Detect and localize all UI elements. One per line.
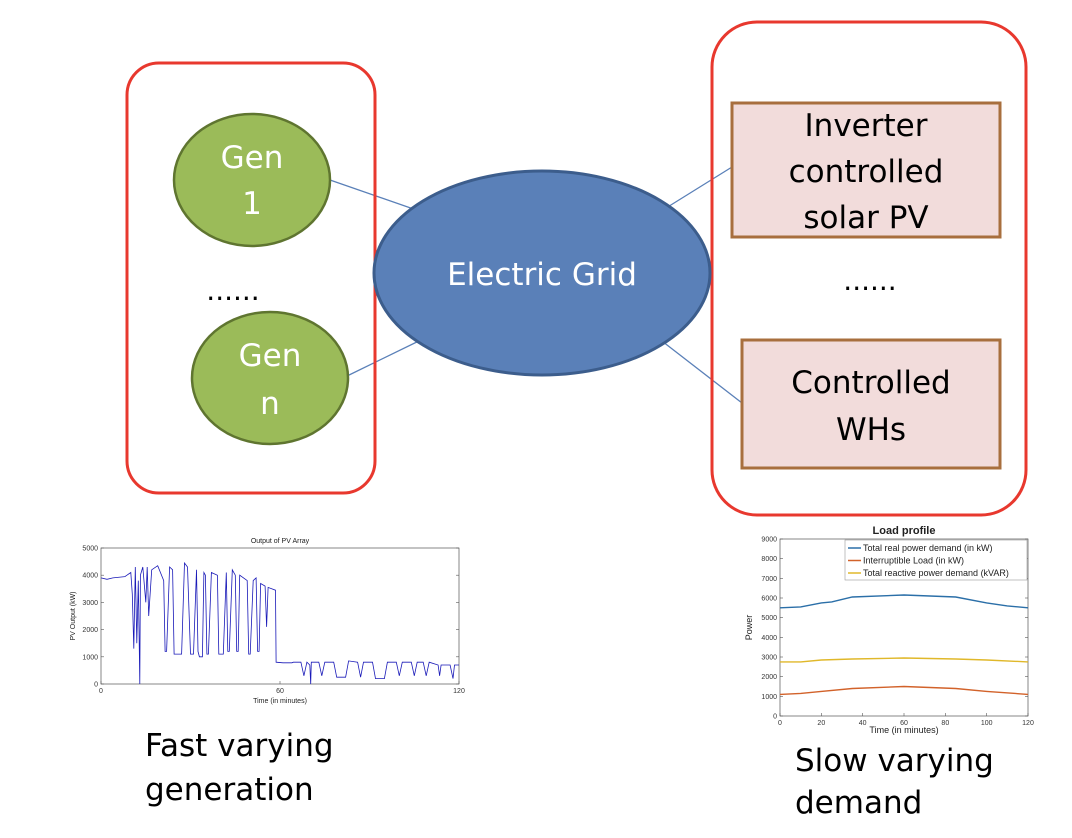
- chart-title: Output of PV Array: [251, 538, 310, 545]
- y-axis-label: Power: [744, 615, 754, 641]
- pv-output-chart: 0 1000 2000 3000 4000 5000 0 60 120 Output of PV …: [70, 538, 465, 705]
- plot-area: [100, 547, 460, 685]
- caption-demand-line1: Slow varying: [795, 743, 994, 779]
- x-tick-label: 120: [453, 688, 465, 695]
- inverter-pv-box: Inverter controlled solar PV: [730, 101, 1002, 239]
- y-tick-label: 2000: [761, 674, 777, 681]
- y-tick-label: 2000: [82, 627, 98, 634]
- series-line-1: [779, 594, 1029, 609]
- chart-title: Load profile: [873, 525, 936, 537]
- generators-ellipsis: ......: [206, 274, 259, 307]
- y-tick-label: 1000: [82, 654, 98, 661]
- y-tick-label: 5000: [82, 546, 98, 553]
- generator-n: Gen n: [190, 310, 350, 446]
- y-tick-label: 6000: [761, 596, 777, 603]
- series-line-1: [100, 561, 459, 685]
- y-tick-label: 1000: [761, 694, 777, 701]
- series-line-2: [779, 685, 1029, 696]
- y-tick-label: 8000: [761, 556, 777, 563]
- x-tick-label: 80: [941, 720, 949, 727]
- load-profile-chart: 0 1000 2000 3000 4000 5000 6000 7000 8000 9000 0 20…: [744, 525, 1034, 735]
- demand-container: [710, 20, 1028, 517]
- y-tick-label: 9000: [761, 537, 777, 544]
- link-genn-grid: [344, 337, 426, 378]
- y-tick-label: 4000: [82, 573, 98, 580]
- caption-demand-line2: demand: [795, 785, 923, 821]
- controlled-wh-box: Controlled WHs: [740, 338, 1002, 470]
- gen1-label: Gen: [221, 140, 284, 176]
- y-tick-label: 4000: [761, 635, 777, 642]
- legend-entry: Interruptible Load (in kW): [863, 556, 964, 566]
- x-tick-label: 0: [99, 688, 103, 695]
- caption-generation-line2: generation: [145, 772, 314, 808]
- y-tick-label: 3000: [761, 655, 777, 662]
- x-tick-label: 60: [900, 720, 908, 727]
- x-axis-label: Time (in minutes): [253, 698, 307, 705]
- legend-entry: Total real power demand (in kW): [863, 543, 993, 553]
- y-axis-label: PV Output (kW): [70, 591, 77, 640]
- series-line-3: [780, 657, 1029, 663]
- genn-label: Gen: [239, 338, 302, 374]
- x-axis-label: Time (in minutes): [869, 725, 938, 735]
- generator-1: Gen 1: [172, 112, 332, 248]
- x-tick-label: 120: [1022, 720, 1034, 727]
- x-tick-label: 60: [276, 688, 284, 695]
- x-tick-label: 40: [859, 720, 867, 727]
- wh-line1: Controlled: [791, 365, 950, 401]
- x-tick-label: 0: [778, 720, 782, 727]
- legend-entry: Total reactive power demand (kVAR): [863, 568, 1009, 578]
- caption-generation: Fast varying generation: [145, 724, 334, 812]
- caption-generation-line1: Fast varying: [145, 728, 334, 764]
- link-gen1-grid: [329, 179, 426, 214]
- demand-ellipsis: ......: [843, 264, 896, 297]
- y-tick-label: 7000: [761, 576, 777, 583]
- y-tick-label: 0: [94, 682, 98, 689]
- link-grid-wh: [657, 337, 743, 404]
- x-tick-label: 100: [981, 720, 993, 727]
- inverter-line3: solar PV: [803, 200, 928, 236]
- inverter-line1: Inverter: [805, 108, 928, 144]
- inverter-line2: controlled: [789, 154, 944, 190]
- wh-line2: WHs: [836, 412, 906, 448]
- y-tick-label: 3000: [82, 600, 98, 607]
- electric-grid-label: Electric Grid: [447, 257, 637, 293]
- electric-grid-node: Electric Grid: [372, 169, 712, 377]
- y-tick-label: 5000: [761, 615, 777, 622]
- genn-number: n: [260, 386, 280, 422]
- legend-box: [844, 539, 1028, 581]
- gen1-number: 1: [242, 186, 262, 222]
- x-tick-label: 20: [817, 720, 825, 727]
- y-tick-label: 0: [773, 714, 777, 721]
- caption-demand: Slow varying demand: [795, 740, 994, 824]
